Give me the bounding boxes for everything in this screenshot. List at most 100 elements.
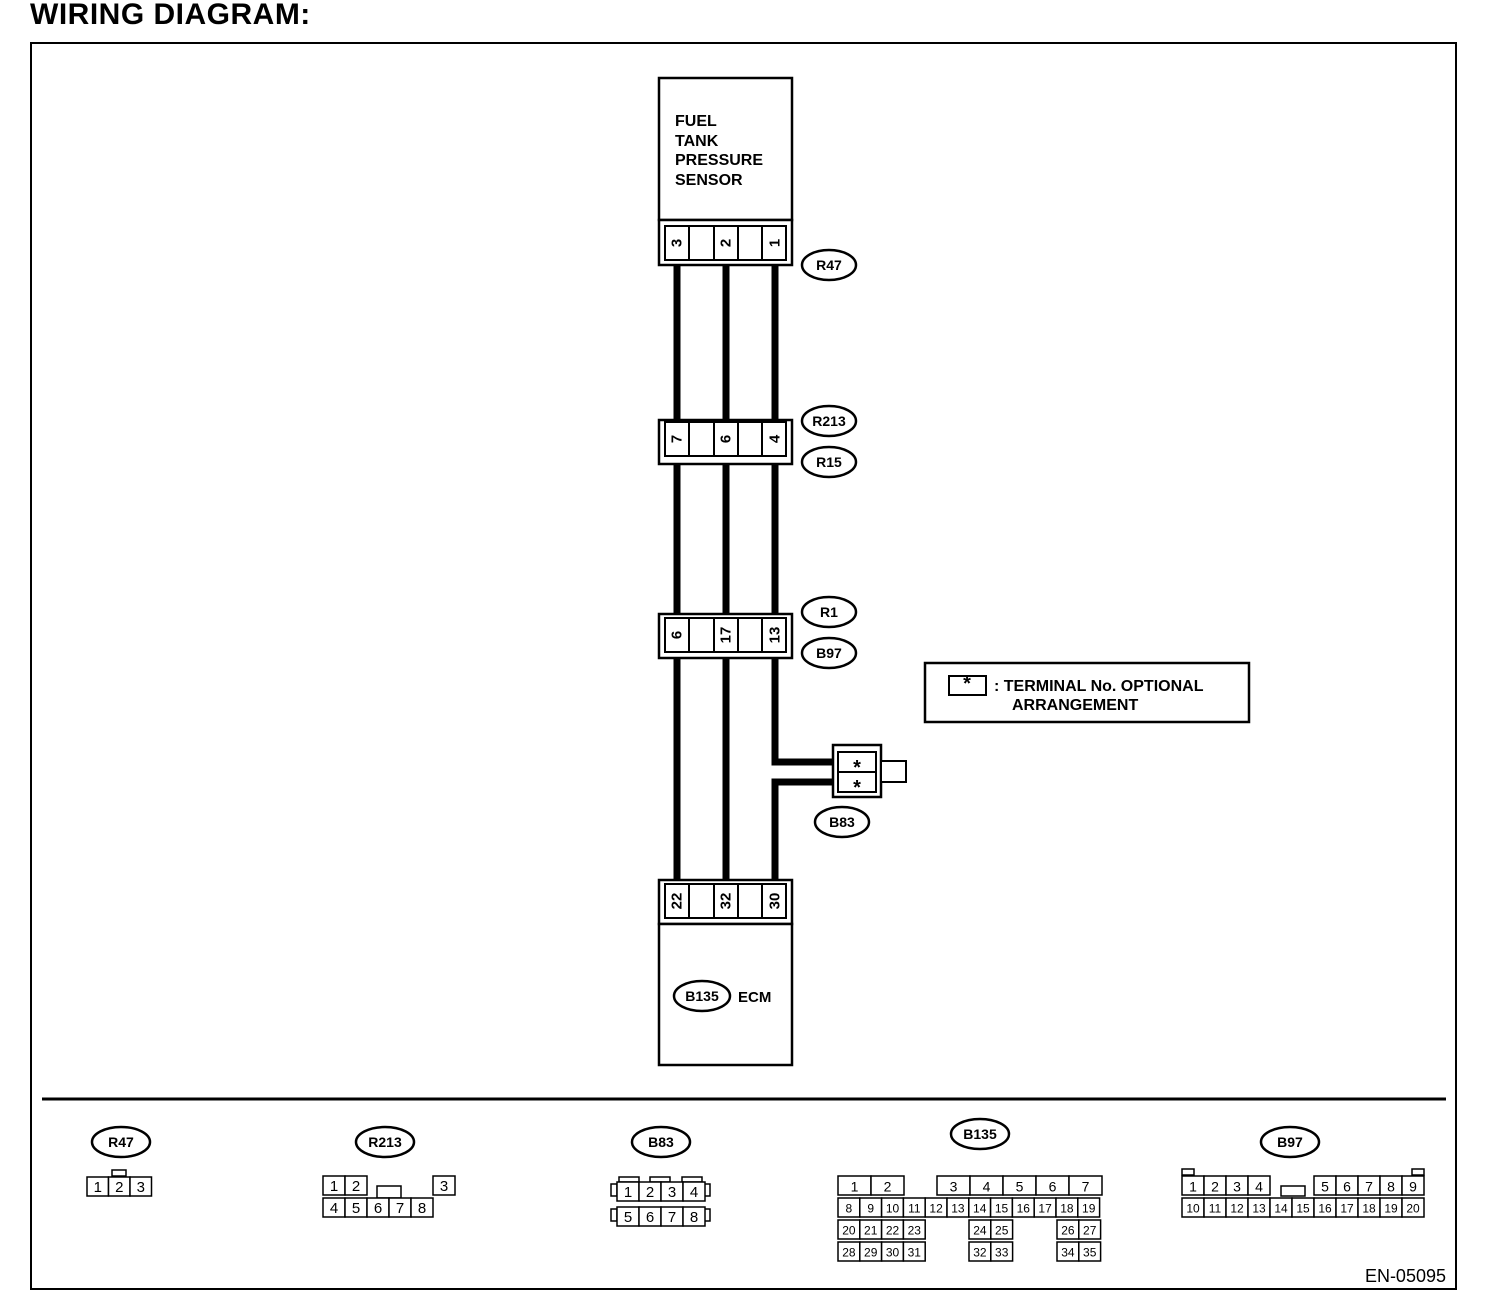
pin-number: 1 bbox=[851, 1179, 859, 1195]
svg-text:R1: R1 bbox=[820, 604, 838, 620]
connector-tag-r15: R15 bbox=[800, 445, 858, 479]
pin-number: 5 bbox=[624, 1209, 632, 1226]
sensor-label-line: SENSOR bbox=[675, 172, 743, 189]
pin-number: 2 bbox=[646, 1184, 654, 1201]
connector-b83: * * bbox=[831, 743, 907, 799]
pin-number: 1 bbox=[330, 1178, 338, 1195]
junction-pin: 6 bbox=[718, 435, 735, 443]
ecm-pin: 22 bbox=[669, 893, 686, 910]
pin-number: 20 bbox=[842, 1224, 856, 1238]
pin-cell bbox=[1401, 1175, 1425, 1196]
b83-pin: * bbox=[853, 757, 861, 779]
ecm: 22 32 30 B135 ECM bbox=[657, 878, 794, 1067]
pin-number: 15 bbox=[995, 1202, 1009, 1216]
diagram-frame bbox=[30, 42, 1457, 1290]
svg-text:R213: R213 bbox=[368, 1134, 402, 1150]
pin-number: 26 bbox=[1061, 1224, 1075, 1238]
svg-text:B83: B83 bbox=[648, 1134, 674, 1150]
pin-cell bbox=[1078, 1241, 1102, 1262]
pin-number: 18 bbox=[1362, 1202, 1376, 1216]
legend-symbol: * bbox=[963, 673, 971, 695]
pin-number: 8 bbox=[846, 1202, 853, 1216]
pin-number: 7 bbox=[1082, 1179, 1090, 1195]
svg-text:R213: R213 bbox=[812, 413, 846, 429]
pin-number: 5 bbox=[1321, 1179, 1329, 1195]
pin-number: 33 bbox=[995, 1246, 1009, 1260]
pin-number: 3 bbox=[1233, 1179, 1241, 1195]
pin-number: 4 bbox=[983, 1179, 991, 1195]
pin-number: 4 bbox=[330, 1200, 338, 1217]
pin-cell bbox=[902, 1219, 926, 1240]
pin-number: 18 bbox=[1060, 1202, 1074, 1216]
pin-number: 31 bbox=[908, 1246, 922, 1260]
pin-cell bbox=[129, 1176, 153, 1197]
pin-number: 7 bbox=[1365, 1179, 1373, 1195]
pin-number: 3 bbox=[137, 1179, 145, 1196]
pin-number: 4 bbox=[1255, 1179, 1263, 1195]
pin-number: 7 bbox=[668, 1209, 676, 1226]
pin-number: 27 bbox=[1083, 1224, 1097, 1238]
pin-cell bbox=[990, 1219, 1014, 1240]
pin-number: 5 bbox=[1016, 1179, 1024, 1195]
pin-number: 13 bbox=[1252, 1202, 1266, 1216]
pin-cell bbox=[870, 1175, 905, 1196]
pin-number: 29 bbox=[864, 1246, 878, 1260]
pin-number: 15 bbox=[1296, 1202, 1310, 1216]
svg-text:B83: B83 bbox=[829, 814, 855, 830]
pin-number: 9 bbox=[867, 1202, 874, 1216]
pin-number: 35 bbox=[1083, 1246, 1097, 1260]
pin-number: 1 bbox=[1189, 1179, 1197, 1195]
pin-number: 10 bbox=[886, 1202, 900, 1216]
svg-text:R47: R47 bbox=[108, 1134, 134, 1150]
pin-cell bbox=[432, 1175, 456, 1196]
pin-cell bbox=[682, 1206, 706, 1227]
pin-number: 6 bbox=[646, 1209, 654, 1226]
sensor-label-line: FUEL bbox=[675, 113, 717, 130]
junction-r213-r15: 7 6 4 bbox=[657, 418, 794, 466]
connector-tag-r213: R213 bbox=[800, 404, 858, 438]
pin-number: 8 bbox=[1387, 1179, 1395, 1195]
connector-tag-b83: B83 bbox=[813, 805, 871, 839]
pin-number: 3 bbox=[668, 1184, 676, 1201]
junction-r1-b97: 6 17 13 bbox=[657, 612, 794, 660]
pin-number: 7 bbox=[396, 1200, 404, 1217]
pin-number: 11 bbox=[1209, 1202, 1222, 1216]
connector-tag-b135 bbox=[672, 979, 732, 1013]
pin-cell bbox=[1078, 1219, 1102, 1240]
pin-number: 32 bbox=[973, 1246, 987, 1260]
sensor-label-line: TANK bbox=[675, 133, 719, 150]
pin-number: 14 bbox=[1274, 1202, 1288, 1216]
pin-number: 22 bbox=[886, 1224, 900, 1238]
pin-number: 16 bbox=[1017, 1202, 1031, 1216]
pin-number: 6 bbox=[1049, 1179, 1057, 1195]
sensor-pin: 1 bbox=[767, 239, 784, 247]
pin-cell bbox=[410, 1197, 434, 1218]
pin-number: 2 bbox=[1211, 1179, 1219, 1195]
fuel-tank-pressure-sensor: FUEL TANK PRESSURE SENSOR 3 2 1 bbox=[657, 76, 794, 267]
pin-number: 8 bbox=[418, 1200, 426, 1217]
pin-cell bbox=[1401, 1197, 1425, 1218]
pin-number: 23 bbox=[908, 1224, 922, 1238]
sensor-pin: 2 bbox=[718, 239, 735, 247]
pin-cell bbox=[1247, 1175, 1271, 1196]
svg-text:R15: R15 bbox=[816, 454, 842, 470]
legend-line-1: : TERMINAL No. OPTIONAL bbox=[994, 678, 1204, 695]
pin-number: 20 bbox=[1406, 1202, 1420, 1216]
pin-number: 11 bbox=[908, 1202, 921, 1216]
pin-number: 17 bbox=[1038, 1202, 1052, 1216]
pin-cell bbox=[902, 1241, 926, 1262]
svg-text:B97: B97 bbox=[1277, 1134, 1303, 1150]
pin-number: 34 bbox=[1061, 1246, 1075, 1260]
wire-pin13-b83 bbox=[771, 650, 840, 766]
pin-number: 17 bbox=[1340, 1202, 1354, 1216]
pin-cell bbox=[1077, 1197, 1101, 1218]
sensor-pin: 3 bbox=[669, 239, 686, 247]
svg-text:R47: R47 bbox=[816, 257, 842, 273]
pin-number: 6 bbox=[374, 1200, 382, 1217]
connector-tag-r47: R47 bbox=[800, 248, 858, 282]
page-title: WIRING DIAGRAM: bbox=[30, 0, 311, 31]
junction-pin: 17 bbox=[718, 627, 735, 644]
